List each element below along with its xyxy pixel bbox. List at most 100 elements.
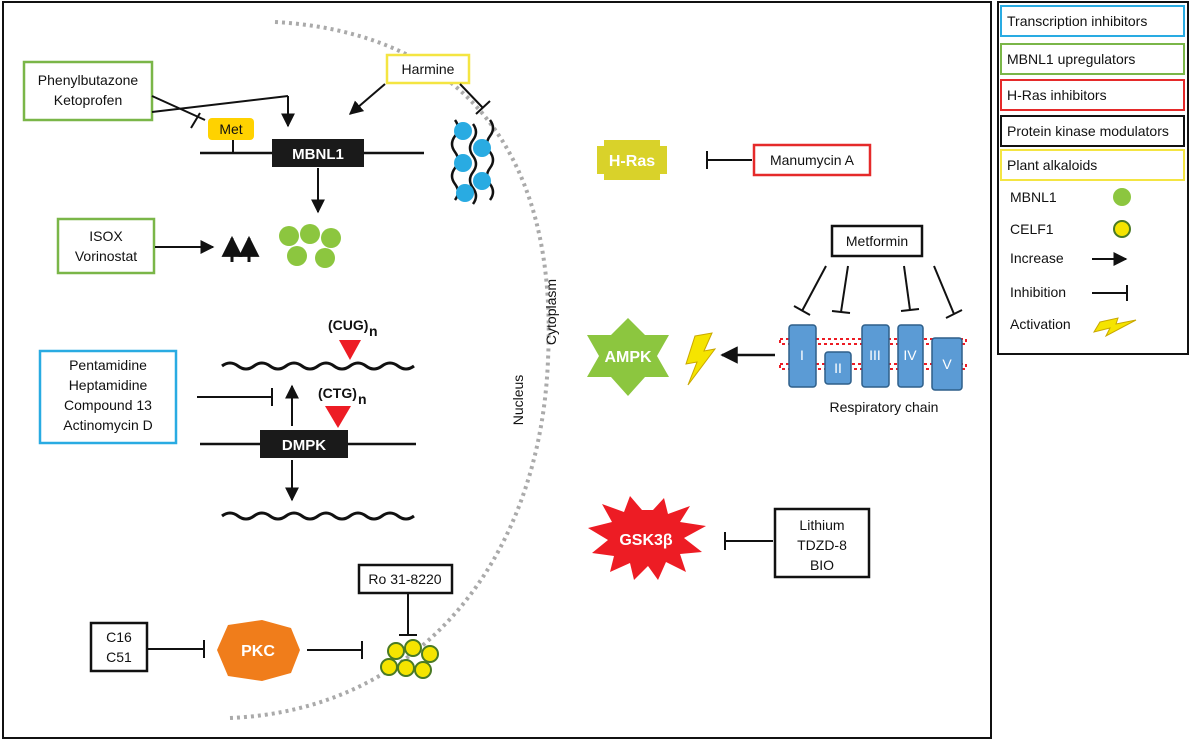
- respiratory-chain-label: Respiratory chain: [830, 399, 939, 415]
- metformin-inhibit-3: [903, 265, 911, 311]
- legend-hras: H-Ras inhibitors: [1007, 87, 1107, 103]
- complex-i-label: I: [800, 347, 804, 363]
- legend-hras-box: [1000, 79, 1185, 111]
- met-label: Met: [219, 121, 242, 137]
- legend-frame: [997, 1, 1189, 355]
- cug-label: (CUG): [328, 317, 368, 333]
- activation-lightning-icon: [685, 332, 717, 386]
- dna-strand-3: [485, 119, 495, 201]
- mbnl1-gene-box: [272, 139, 364, 167]
- drug-isox: ISOX: [89, 228, 123, 244]
- metformin-inhibit-3-bar: [900, 308, 920, 312]
- dna-strand-2: [468, 123, 478, 205]
- complex-v: [931, 337, 963, 391]
- metformin-inhibit-2-bar: [831, 310, 851, 314]
- celf1-dot: [380, 658, 398, 676]
- complex-iii: [861, 324, 890, 388]
- mbnl1-gene-label: MBNL1: [292, 146, 344, 163]
- drug-manumycin-a: Manumycin A: [770, 152, 855, 168]
- drug-metformin: Metformin: [846, 233, 908, 249]
- mbnl1-dot: [315, 248, 335, 268]
- legend-kinase-box: [1000, 115, 1185, 147]
- legend: Transcription inhibitors MBNL1 upregulat…: [1000, 5, 1185, 338]
- legend-kinase: Protein kinase modulators: [1007, 123, 1169, 139]
- celf1-dot: [421, 645, 439, 663]
- ctg-triangle: [325, 406, 351, 428]
- legend-celf1: CELF1: [1010, 221, 1054, 237]
- met-box: [208, 118, 254, 140]
- mbnl1-dot: [300, 224, 320, 244]
- dmpk-gene-box: [260, 430, 348, 458]
- legend-mbnl1: MBNL1: [1010, 189, 1057, 205]
- metformin-inhibit-1: [801, 265, 827, 312]
- drug-actinomycin-d: Actinomycin D: [63, 417, 152, 433]
- phenyl-line: [151, 95, 289, 113]
- drug-compound-13: Compound 13: [64, 397, 152, 413]
- ampk-label: AMPK: [604, 349, 652, 366]
- celf1-dot: [397, 659, 415, 677]
- protein-dot: [454, 122, 472, 140]
- mbnl1-dot: [279, 226, 299, 246]
- drug-ro-31-8220: Ro 31-8220: [368, 571, 441, 587]
- protein-dot: [454, 154, 472, 172]
- drug-harmine: Harmine: [402, 61, 455, 77]
- ctg-n: n: [358, 391, 367, 407]
- drug-bio: BIO: [810, 557, 834, 573]
- complex-iii-label: III: [869, 347, 881, 363]
- legend-transcription-box: [1000, 5, 1185, 37]
- harmine-inhibit-line: [459, 83, 484, 109]
- main-frame: [2, 1, 992, 739]
- complex-i: [788, 324, 817, 388]
- dmpk-gene-label: DMPK: [282, 437, 326, 454]
- legend-mbnl1-up: MBNL1 upregulators: [1007, 51, 1135, 67]
- cytoplasm-label: Cytoplasm: [543, 279, 559, 345]
- lithium-box: [773, 507, 871, 579]
- harmine-box: [385, 53, 471, 85]
- ctg-label: (CTG): [318, 385, 357, 401]
- drug-phenylbutazone: Phenylbutazone: [38, 72, 139, 88]
- phenyl-inhibit-bar: [190, 112, 201, 129]
- drug-tdzd-8: TDZD-8: [797, 537, 847, 553]
- legend-transcription: Transcription inhibitors: [1007, 13, 1147, 29]
- drug-heptamidine: Heptamidine: [69, 377, 148, 393]
- cug-n: n: [369, 323, 378, 339]
- legend-inhibition: Inhibition: [1010, 284, 1066, 300]
- hras-node: [597, 140, 667, 180]
- drug-ketoprofen: Ketoprofen: [54, 92, 123, 108]
- cug-triangle: [339, 340, 361, 360]
- legend-plant-box: [1000, 149, 1185, 181]
- drug-pentamidine: Pentamidine: [69, 357, 147, 373]
- gsk3b-label: GSK3β: [619, 532, 673, 549]
- protein-dot: [456, 184, 474, 202]
- pkc-label: PKC: [241, 643, 275, 660]
- dna-mbnl1-complex: [450, 119, 495, 205]
- metformin-inhibit-4-bar: [945, 309, 963, 319]
- metformin-box: [830, 224, 924, 258]
- phenylbutazone-box: [22, 60, 154, 122]
- hras-label: H-Ras: [609, 153, 655, 170]
- cug-rna: [221, 361, 415, 371]
- harmine-arrow: [348, 83, 386, 115]
- mbnl1-dot: [321, 228, 341, 248]
- legend-increase: Increase: [1010, 250, 1064, 266]
- dmpk-rna: [221, 511, 415, 521]
- ro-box: [357, 563, 454, 595]
- metformin-inhibit-4: [933, 265, 955, 315]
- complex-v-label: V: [942, 356, 952, 372]
- pentamidine-box: [38, 349, 178, 445]
- nucleus-label: Nucleus: [510, 375, 526, 426]
- complex-iv-label: IV: [903, 347, 917, 363]
- complex-ii: [824, 351, 852, 385]
- metformin-inhibit-2: [840, 265, 849, 313]
- legend-plant: Plant alkaloids: [1007, 157, 1097, 173]
- c16-box: [89, 621, 149, 673]
- drug-vorinostat: Vorinostat: [75, 248, 137, 264]
- legend-celf1-dot: [1113, 220, 1131, 238]
- legend-activation: Activation: [1010, 316, 1071, 332]
- protein-dot: [473, 139, 491, 157]
- celf1-dot: [387, 642, 405, 660]
- metformin-inhibit-1-bar: [793, 305, 811, 316]
- isox-box: [56, 217, 156, 275]
